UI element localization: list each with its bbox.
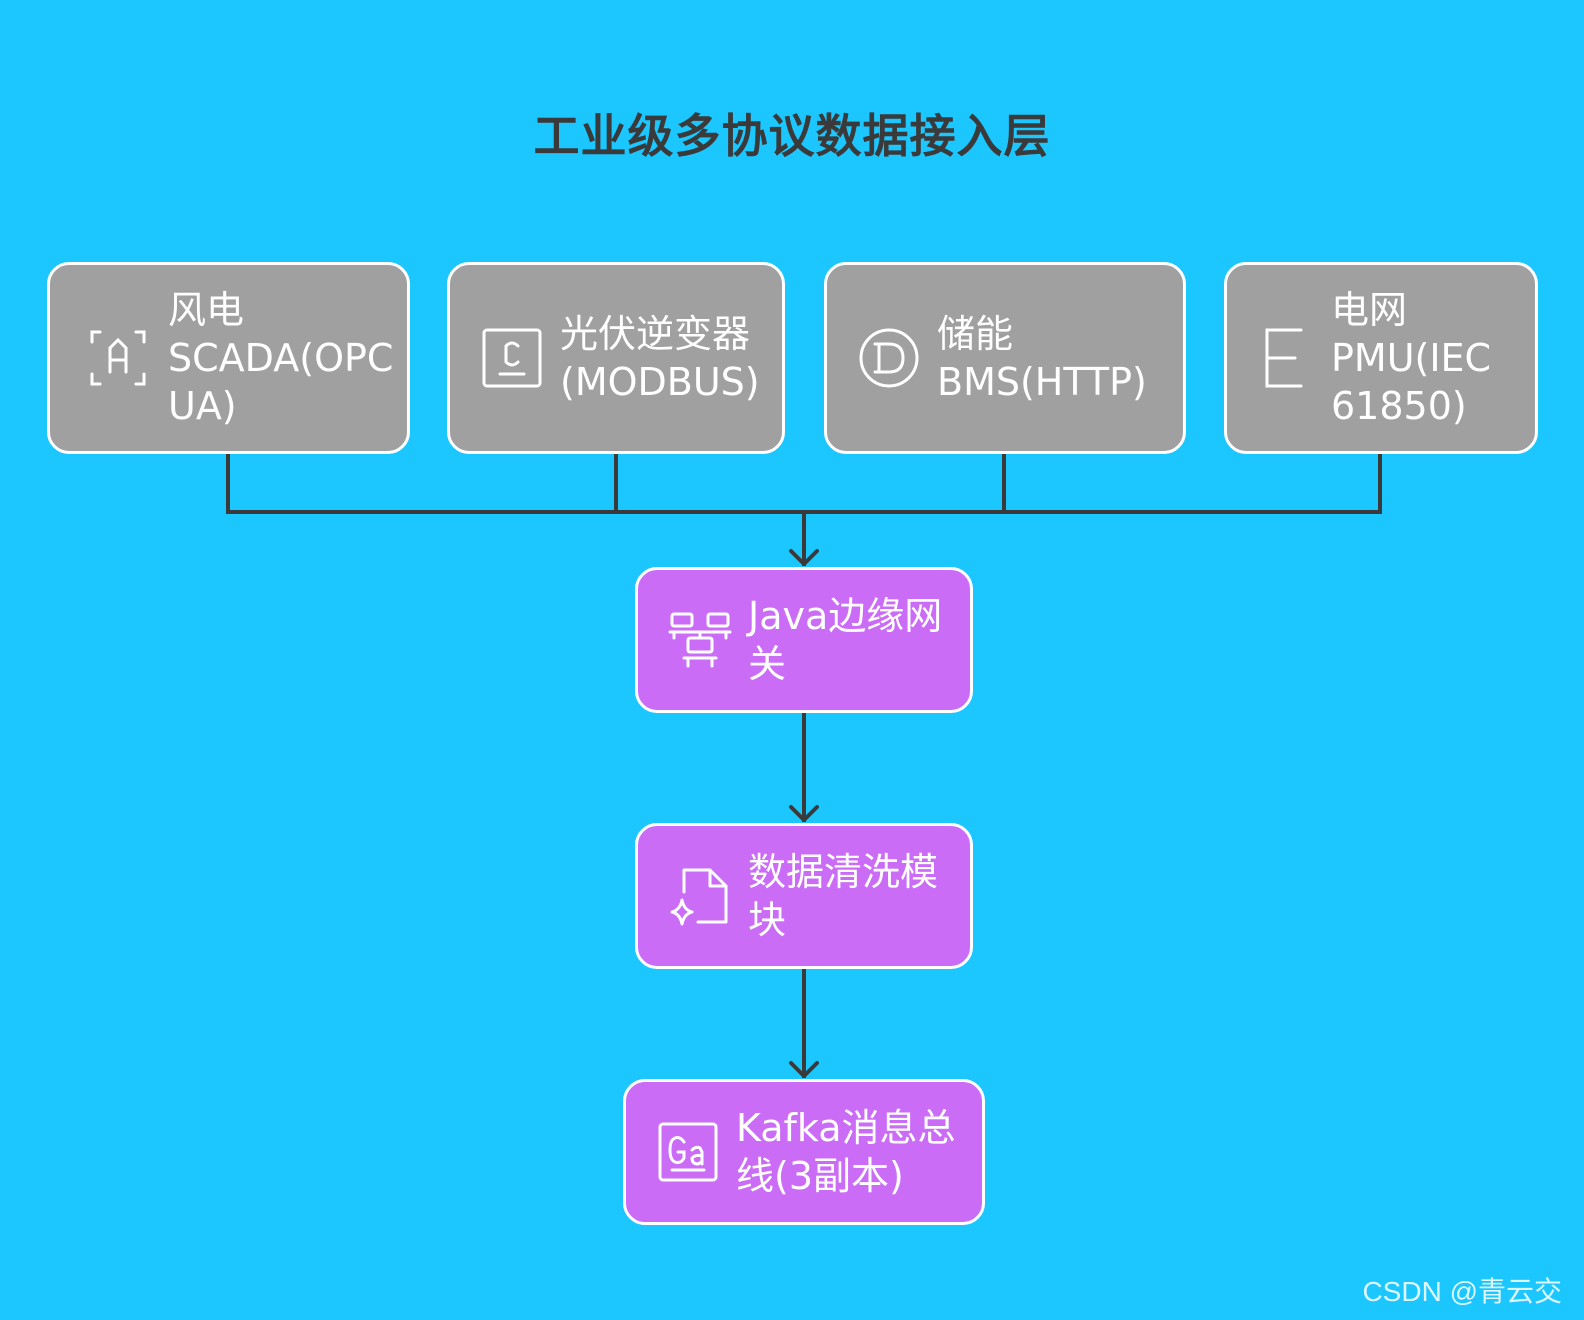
network-icon xyxy=(652,608,748,672)
file-sparkle-icon xyxy=(652,864,748,928)
c-box-icon xyxy=(464,326,560,390)
gateway-node[interactable]: Java边缘网 关 xyxy=(635,567,973,713)
a-scan-icon xyxy=(68,326,168,390)
source-label-storage-bms: 储能 BMS(HTTP) xyxy=(937,312,1147,404)
e-letter-icon xyxy=(1235,326,1331,390)
arrowhead-to-kafka xyxy=(789,1061,819,1078)
source-label-wind-scada: 风电 SCADA(OPC UA) xyxy=(168,288,394,428)
kafka-bus-label: Kafka消息总 线(3副本) xyxy=(736,1106,956,1198)
source-node-wind-scada[interactable]: 风电 SCADA(OPC UA) xyxy=(47,262,410,454)
diagram-title: 工业级多协议数据接入层 xyxy=(533,109,1051,163)
source-label-grid-pmu: 电网 PMU(IEC 61850) xyxy=(1331,288,1492,428)
watermark: CSDN @青云交 xyxy=(1362,1276,1562,1307)
source-node-grid-pmu[interactable]: 电网 PMU(IEC 61850) xyxy=(1224,262,1538,454)
data-cleaning-label: 数据清洗模 块 xyxy=(748,850,939,942)
kafka-bus-node[interactable]: Kafka消息总 线(3副本) xyxy=(623,1079,985,1225)
data-cleaning-node[interactable]: 数据清洗模 块 xyxy=(635,823,973,969)
arrowhead-to-cleaning xyxy=(789,805,819,822)
d-circle-icon xyxy=(841,326,937,390)
source-node-storage-bms[interactable]: 储能 BMS(HTTP) xyxy=(824,262,1186,454)
source-label-pv-inverter: 光伏逆变器 (MODBUS) xyxy=(560,312,760,404)
source-node-pv-inverter[interactable]: 光伏逆变器 (MODBUS) xyxy=(447,262,785,454)
ga-box-icon xyxy=(640,1120,736,1184)
arrowhead-to-gateway xyxy=(789,549,819,566)
gateway-label: Java边缘网 关 xyxy=(748,594,943,686)
